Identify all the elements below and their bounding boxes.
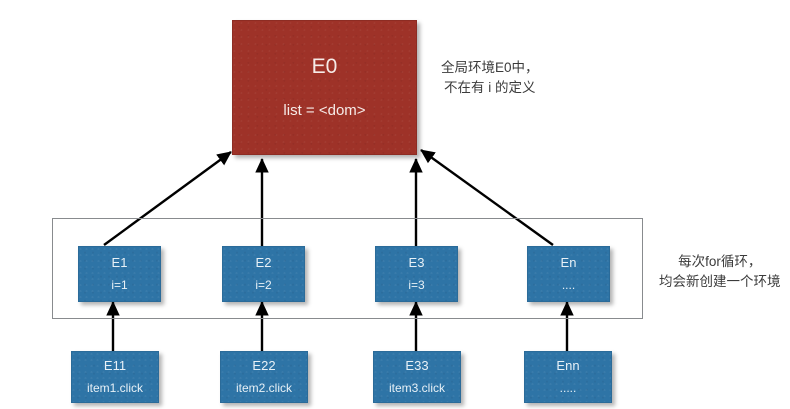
- node-e0-title: E0: [311, 55, 338, 78]
- node-e2[interactable]: E2 i=2: [222, 246, 305, 302]
- node-e3-title: E3: [408, 254, 425, 270]
- node-e0-detail: list = <dom>: [283, 102, 366, 120]
- node-e3-detail: i=3: [408, 278, 425, 293]
- node-e11-title: E11: [103, 357, 127, 373]
- node-en-title: En: [560, 254, 577, 270]
- loop-environments-group: [52, 218, 643, 319]
- node-enn-detail: .....: [559, 381, 577, 396]
- annotation-global-line2: 不在有 i 的定义: [444, 80, 536, 96]
- node-e11[interactable]: E11 item1.click: [71, 351, 159, 403]
- node-e33-detail: item3.click: [388, 381, 445, 396]
- node-enn[interactable]: Enn .....: [524, 351, 612, 403]
- annotation-loop-environment: 每次for循环， 均会新创建一个环境: [659, 252, 781, 293]
- node-e33[interactable]: E33 item3.click: [373, 351, 461, 403]
- node-e11-detail: item1.click: [86, 381, 143, 396]
- node-e22-detail: item2.click: [235, 381, 292, 396]
- node-enn-title: Enn: [556, 357, 580, 373]
- node-e0-global-environment[interactable]: E0 list = <dom>: [232, 20, 417, 155]
- annotation-global-line1: 全局环境E0中，: [441, 60, 539, 75]
- annotation-global-environment: 全局环境E0中， 不在有 i 的定义: [441, 58, 539, 99]
- node-en[interactable]: En ....: [527, 246, 610, 302]
- node-e2-detail: i=2: [255, 278, 272, 293]
- node-e1[interactable]: E1 i=1: [78, 246, 161, 302]
- annotation-loop-line1: 每次for循环，: [678, 254, 762, 269]
- node-e1-title: E1: [111, 254, 128, 270]
- node-e22[interactable]: E22 item2.click: [220, 351, 308, 403]
- node-e33-title: E33: [405, 357, 429, 373]
- node-e1-detail: i=1: [111, 278, 128, 293]
- node-e22-title: E22: [252, 357, 276, 373]
- annotation-loop-line2: 均会新创建一个环境: [659, 274, 781, 290]
- node-e2-title: E2: [255, 254, 272, 270]
- node-en-detail: ....: [561, 278, 576, 293]
- node-e3[interactable]: E3 i=3: [375, 246, 458, 302]
